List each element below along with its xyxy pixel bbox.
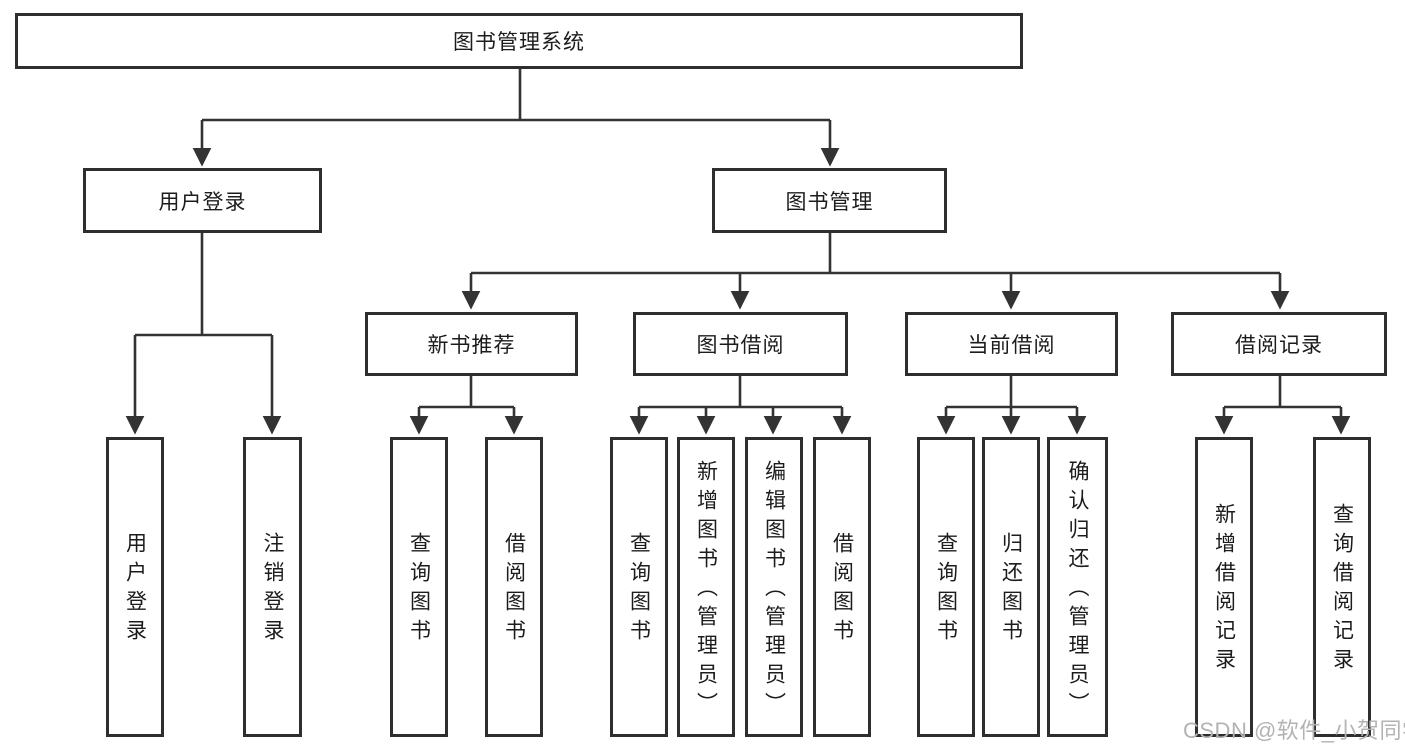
leaf-query-books-current: 查询图书 <box>917 437 975 737</box>
leaf-query-books-recommend: 查询图书 <box>390 437 448 737</box>
leaf-confirm-return-admin: 确认归还（管理员） <box>1047 437 1108 737</box>
leaf-return-books: 归还图书 <box>982 437 1040 737</box>
node-current-borrow: 当前借阅 <box>905 312 1118 376</box>
leaf-add-borrow-record: 新增借阅记录 <box>1195 437 1253 737</box>
node-new-book-recommend: 新书推荐 <box>365 312 578 376</box>
csdn-watermark: CSDN @软件_小贺同学 <box>1183 718 1405 743</box>
leaf-edit-books-admin: 编辑图书（管理员） <box>745 437 803 737</box>
node-book-borrow: 图书借阅 <box>633 312 848 376</box>
leaf-logout: 注销登录 <box>243 437 302 737</box>
node-root-library-system: 图书管理系统 <box>15 13 1023 69</box>
leaf-borrow-books: 借阅图书 <box>813 437 871 737</box>
leaf-query-books-borrow: 查询图书 <box>610 437 668 737</box>
node-book-management: 图书管理 <box>712 168 947 233</box>
leaf-query-borrow-record: 查询借阅记录 <box>1313 437 1371 737</box>
node-borrow-record: 借阅记录 <box>1171 312 1387 376</box>
leaf-add-books-admin: 新增图书（管理员） <box>677 437 735 737</box>
node-user-login: 用户登录 <box>83 168 322 233</box>
leaf-user-login: 用户登录 <box>106 437 164 737</box>
leaf-borrow-books-recommend: 借阅图书 <box>485 437 543 737</box>
